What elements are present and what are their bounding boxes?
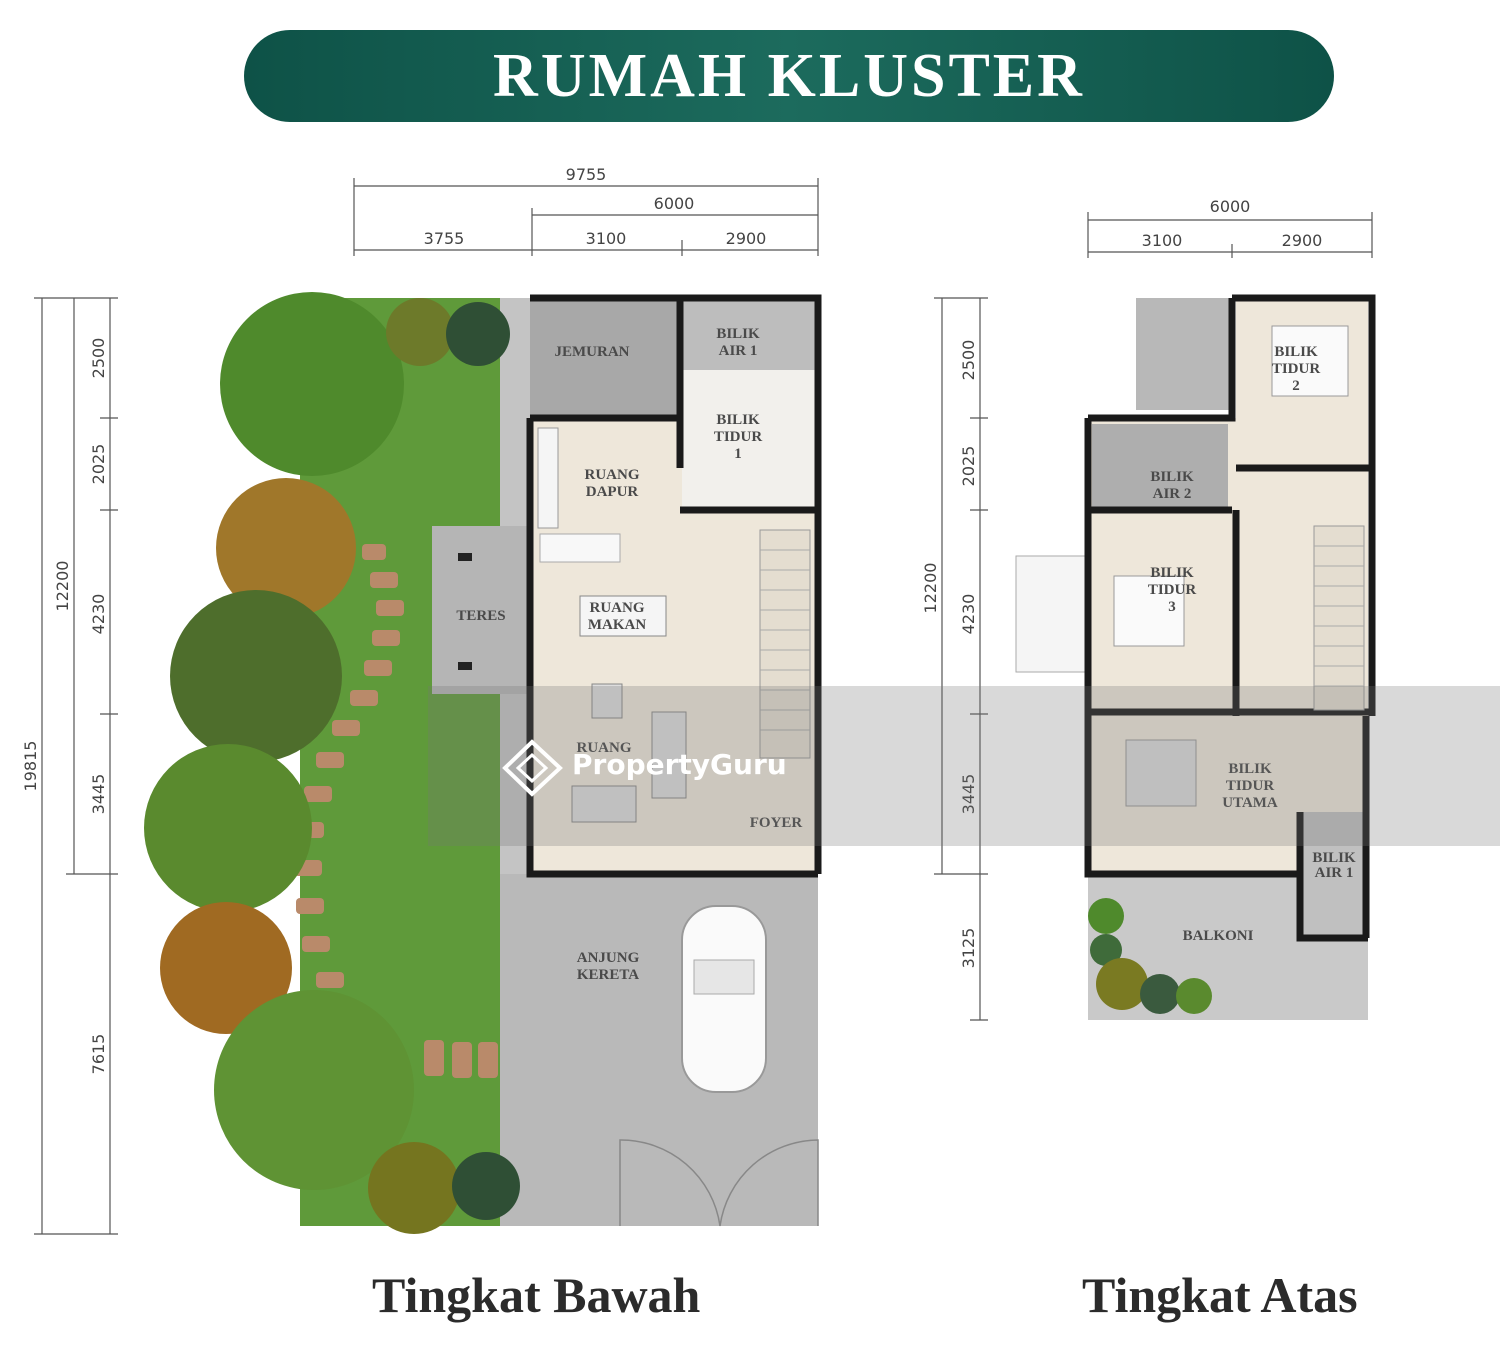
dim-mid: 3100 <box>586 229 627 248</box>
upper-walls <box>1084 294 1376 942</box>
upper-planter <box>1015 555 1089 673</box>
dim-d3: 4230 <box>89 594 108 635</box>
dim-total: 9755 <box>566 165 607 184</box>
page-title: RUMAH KLUSTER <box>493 41 1085 110</box>
ground-room-labels: JEMURAN BILIK AIR 1 BILIK TIDUR 1 RUANG … <box>456 326 802 983</box>
ground-floor-plan <box>34 178 822 1235</box>
ground-dimension-lines <box>34 178 819 1235</box>
upper-dimension-lines <box>934 212 1373 1021</box>
up-dim-d2: 2025 <box>959 446 978 487</box>
room-anjung-kereta-line1: ANJUNG <box>577 950 640 966</box>
bed-2-icon <box>1271 325 1349 397</box>
up-dim-d5: 3125 <box>959 928 978 969</box>
dim-right: 2900 <box>726 229 767 248</box>
room-bilik-air-2-line2: AIR 2 <box>1153 486 1192 502</box>
upper-floor-title: Tingkat Atas <box>1082 1267 1358 1323</box>
room-bilik-tidur-utama-line3: UTAMA <box>1222 795 1278 811</box>
upper-stairs <box>1313 525 1365 711</box>
upper-floor-plan <box>934 212 1376 1021</box>
room-foyer: FOYER <box>750 815 803 831</box>
room-bilik-tidur-2-line1: BILIK <box>1274 344 1318 360</box>
sofa <box>651 711 687 799</box>
up-dim-depth: 12200 <box>921 563 940 614</box>
room-bilik-tidur-3-line2: TIDUR <box>1148 582 1197 598</box>
room-bilik-tidur-2-line3: 2 <box>1292 378 1300 394</box>
upper-room-labels: BILIK TIDUR 2 BILIK AIR 2 BILIK TIDUR 3 … <box>1148 344 1356 944</box>
room-bilik-tidur-1-line3: 1 <box>734 446 742 462</box>
ground-stairs <box>759 529 811 759</box>
ground-floor-title: Tingkat Bawah <box>372 1267 701 1323</box>
dim-depth: 12200 <box>53 561 72 612</box>
dim-d4: 3445 <box>89 774 108 815</box>
ground-dimension-labels: 9755 6000 3755 3100 2900 19815 12200 250… <box>21 165 766 1074</box>
room-teres: TERES <box>456 608 505 624</box>
room-balkoni: BALKONI <box>1183 928 1254 944</box>
balcony-plants <box>1088 898 1212 1014</box>
stepping-stones <box>294 544 498 1078</box>
watermark-band <box>428 686 1500 846</box>
room-ruang-makan-line2: MAKAN <box>588 617 646 633</box>
room-bilik-air-1-line1: BILIK <box>716 326 760 342</box>
dim-d5: 7615 <box>89 1034 108 1075</box>
room-jemuran: JEMURAN <box>555 344 630 360</box>
room-bilik-tidur-1-line1: BILIK <box>716 412 760 428</box>
title-banner: RUMAH KLUSTER <box>244 30 1334 122</box>
dim-overall: 19815 <box>21 741 40 792</box>
room-bilik-tidur-utama-line2: TIDUR <box>1226 778 1275 794</box>
bed-3-icon <box>1113 575 1185 647</box>
bed-master-icon <box>1125 739 1197 807</box>
room-up-bilik-air-1-line2: AIR 1 <box>1315 865 1354 881</box>
dim-d1: 2500 <box>89 338 108 379</box>
room-bilik-tidur-2-line2: TIDUR <box>1272 361 1321 377</box>
room-bilik-air-2-line1: BILIK <box>1150 469 1194 485</box>
watermark-text: PropertyGuru <box>572 748 787 781</box>
room-ruang-makan-line1: RUANG <box>590 600 645 616</box>
up-dim-right: 2900 <box>1282 231 1323 250</box>
bilik-air-1-area <box>682 298 816 370</box>
trees <box>144 292 520 1234</box>
room-anjung-kereta-line2: KERETA <box>577 967 639 983</box>
up-dim-total: 6000 <box>1210 197 1251 216</box>
dining-table <box>579 595 667 637</box>
room-up-bilik-air-1-line1: BILIK <box>1312 850 1356 866</box>
room-ruang-tamu: RUANG <box>577 740 632 756</box>
room-ruang-dapur-line1: RUANG <box>585 467 640 483</box>
room-bilik-air-1-line2: AIR 1 <box>719 343 758 359</box>
bilik-air-2-area <box>1092 424 1228 510</box>
jemuran-area <box>530 298 680 416</box>
upper-dimension-labels: 6000 3100 2900 12200 2500 2025 4230 3445… <box>921 197 1322 968</box>
dim-sub-total: 6000 <box>654 194 695 213</box>
up-dim-d3: 4230 <box>959 594 978 635</box>
propertyguru-logo-icon <box>502 739 563 797</box>
room-bilik-tidur-3-line1: BILIK <box>1150 565 1194 581</box>
up-dim-left: 3100 <box>1142 231 1183 250</box>
room-ruang-dapur-line2: DAPUR <box>586 484 639 500</box>
dim-left: 3755 <box>424 229 465 248</box>
room-bilik-tidur-3-line3: 3 <box>1168 599 1176 615</box>
up-dim-d4: 3445 <box>959 774 978 815</box>
dim-d2: 2025 <box>89 444 108 485</box>
up-dim-d1: 2500 <box>959 340 978 381</box>
ground-walls <box>526 294 822 878</box>
room-bilik-tidur-1-line2: TIDUR <box>714 429 763 445</box>
room-bilik-tidur-utama-line1: BILIK <box>1228 761 1272 777</box>
teres-area <box>432 526 530 694</box>
car-icon <box>681 905 767 1093</box>
